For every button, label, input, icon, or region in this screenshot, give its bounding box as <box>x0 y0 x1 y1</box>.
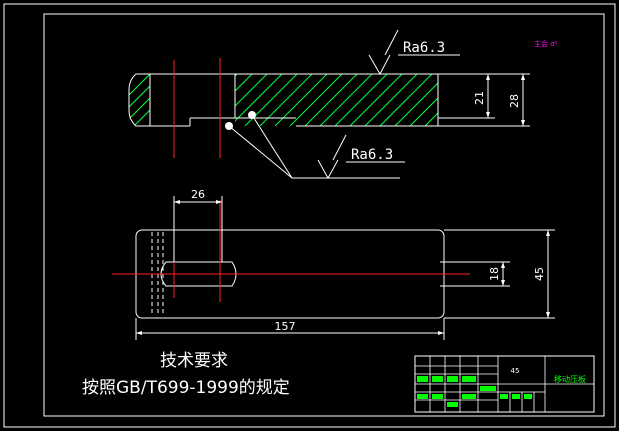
top-outline-main <box>136 73 439 127</box>
corner-note: 主会 σ² <box>534 39 558 48</box>
title-block-scale: 45 <box>511 367 520 375</box>
title-block: 45 移动压板 <box>414 355 595 413</box>
dim-26-label: 26 <box>191 188 205 201</box>
roughness-symbol-top <box>368 29 460 76</box>
dim-18-label: 18 <box>488 267 501 281</box>
dim-21-label: 21 <box>473 91 486 105</box>
top-view: 21 28 Ra6.3 Ra6.3 <box>128 29 530 180</box>
leader-lines <box>228 114 400 179</box>
inner-frame <box>43 13 605 417</box>
notes-line1: 按照GB/T699-1999的规定 <box>82 378 290 398</box>
roughness-top-label: Ra6.3 <box>403 40 445 56</box>
bottom-view: 26 18 45 <box>112 188 555 340</box>
outer-frame <box>3 3 616 428</box>
notes-title: 技术要求 <box>160 351 228 371</box>
title-block-part-name: 移动压板 <box>554 374 586 384</box>
dim-28-label: 28 <box>508 94 521 108</box>
dim-45-label: 45 <box>533 267 546 281</box>
roughness-bottom-label: Ra6.3 <box>351 147 393 163</box>
top-outline-left <box>128 73 150 127</box>
roughness-symbol-bottom <box>317 134 405 180</box>
leader-dot-2 <box>248 111 256 119</box>
bottom-slot <box>160 261 237 287</box>
title-block-green-marks <box>417 376 532 407</box>
section-hatch-main <box>235 74 438 126</box>
leader-dot-1 <box>225 122 233 130</box>
dim-157-label: 157 <box>275 320 296 333</box>
section-hatch-left <box>129 74 150 126</box>
